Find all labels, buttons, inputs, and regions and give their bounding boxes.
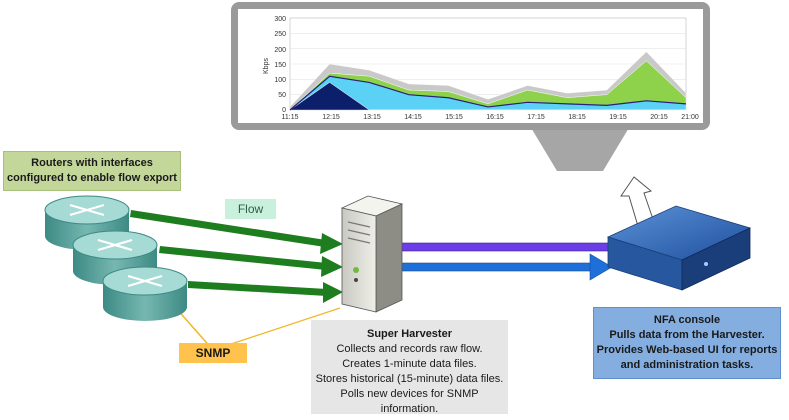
flow-arrow <box>188 281 343 303</box>
super-harvester-server <box>340 195 404 313</box>
super-harvester-line: Polls new devices for SNMP information. <box>340 388 479 415</box>
series-area <box>289 82 686 111</box>
y-tick-label: 300 <box>274 16 286 23</box>
y-tick-label: 200 <box>274 47 286 54</box>
x-tick-label: 20:15 <box>650 114 668 121</box>
data-pull-arrow <box>377 233 609 261</box>
y-tick-label: 100 <box>274 77 286 84</box>
y-tick-label: 150 <box>274 62 286 69</box>
super-harvester-line: Collects and records raw flow. <box>336 343 483 355</box>
callout-funnel <box>530 126 630 171</box>
y-tick-label: 250 <box>274 31 286 38</box>
nfa-console-description: NFA console Pulls data from the Harveste… <box>593 307 781 379</box>
flow-label-text: Flow <box>237 202 264 216</box>
routers-label: Routers with interfaces configured to en… <box>3 151 181 191</box>
flow-arrow <box>159 246 343 277</box>
x-tick-label: 14:15 <box>404 114 422 121</box>
super-harvester-line: Stores historical (15-minute) data files… <box>315 373 504 385</box>
x-tick-label: 16:15 <box>486 114 504 121</box>
x-tick-label: 13:15 <box>363 114 381 121</box>
x-tick-label: 21:00 <box>681 114 699 121</box>
nfa-console-line: Provides Web-based UI for reports <box>596 344 778 356</box>
x-tick-label: 18:15 <box>568 114 586 121</box>
x-tick-label: 11:15 <box>282 114 299 121</box>
nfa-console-line: and administration tasks. <box>620 359 754 371</box>
data-areas <box>289 51 687 111</box>
flow-arrows <box>130 210 343 303</box>
nfa-console-line: Pulls data from the Harvester. <box>609 329 765 341</box>
y-axis-label: Kbps <box>263 58 270 74</box>
x-tick-label: 12:15 <box>322 114 340 121</box>
routers-label-text: Routers with interfaces configured to en… <box>7 157 177 184</box>
super-harvester-description: Super Harvester Collects and records raw… <box>311 320 508 415</box>
traffic-chart: 300 250 200 150 100 50 0 Kbps 11:15 12:1… <box>263 16 699 121</box>
snmp-label: SNMP <box>179 343 247 363</box>
flow-arrow <box>130 210 343 254</box>
x-tick-labels: 11:15 12:15 13:15 14:15 15:15 16:15 17:1… <box>282 114 699 121</box>
router-3 <box>102 266 188 321</box>
series-line <box>289 75 687 111</box>
y-tick-label: 50 <box>278 92 286 99</box>
x-tick-label: 15:15 <box>445 114 463 121</box>
flow-label: Flow <box>225 199 276 219</box>
x-tick-label: 17:15 <box>527 114 545 121</box>
data-push-arrow <box>377 253 613 281</box>
super-harvester-title: Super Harvester <box>367 328 452 340</box>
x-tick-label: 19:15 <box>609 114 627 121</box>
y-tick-labels: 300 250 200 150 100 50 0 <box>274 16 286 114</box>
y-tick-label: 0 <box>282 107 286 114</box>
nfa-console-title: NFA console <box>653 314 721 326</box>
super-harvester-line: Creates 1-minute data files. <box>342 358 477 370</box>
snmp-label-text: SNMP <box>195 346 231 360</box>
nfa-console-appliance <box>606 205 752 291</box>
